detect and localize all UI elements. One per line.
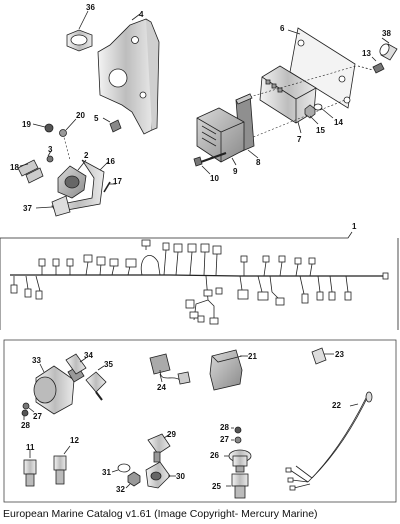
callout-11: 11 [26, 443, 35, 452]
control-module-9 [196, 107, 245, 166]
sensor-25 [226, 473, 249, 499]
callout-20: 20 [76, 111, 85, 120]
callout-36: 36 [86, 3, 95, 12]
callout-28-left: 28 [21, 421, 30, 430]
terminals-18 [17, 159, 44, 184]
callout-18: 18 [10, 163, 19, 172]
screw-17 [103, 181, 116, 193]
plate-6 [287, 27, 356, 109]
washer-14 [313, 103, 334, 119]
callout-23: 23 [335, 350, 344, 359]
module-7 [259, 65, 317, 134]
harness-1 [0, 231, 399, 330]
clip-37 [35, 195, 71, 217]
screw-5 [102, 117, 122, 133]
callout-labels: 36 4 6 38 13 19 20 5 14 15 7 18 3 2 16 1… [10, 3, 391, 494]
callout-31: 31 [102, 468, 111, 477]
callout-8: 8 [256, 158, 261, 167]
callout-30: 30 [176, 472, 185, 481]
callout-10: 10 [210, 174, 219, 183]
callout-29: 29 [167, 430, 176, 439]
callout-19: 19 [22, 120, 31, 129]
callout-5: 5 [94, 114, 99, 123]
washer-31 [111, 463, 131, 473]
fuse-23 [311, 347, 334, 365]
callout-28-right: 28 [220, 423, 229, 432]
nut-15 [304, 104, 319, 125]
callout-32: 32 [116, 485, 125, 494]
callout-26: 26 [210, 451, 219, 460]
relay-21 [209, 349, 248, 391]
copyright-caption: European Marine Catalog v1.61 (Image Cop… [3, 508, 318, 520]
callout-14: 14 [334, 118, 343, 127]
callout-27-right: 27 [220, 435, 229, 444]
callout-38: 38 [382, 29, 391, 38]
washer-20 [59, 118, 77, 137]
callout-24: 24 [157, 383, 166, 392]
callout-7: 7 [297, 135, 302, 144]
callout-21: 21 [248, 352, 257, 361]
sensor-29 [147, 433, 171, 463]
callout-1: 1 [352, 222, 357, 231]
sub-harness-22 [285, 391, 373, 491]
spacer-38 [379, 37, 398, 61]
callout-3: 3 [48, 145, 53, 154]
callout-16: 16 [106, 157, 115, 166]
washer-27b [231, 436, 242, 444]
bolt-10 [193, 151, 227, 175]
screw-3 [46, 150, 54, 163]
callout-34: 34 [84, 351, 93, 360]
sender-30 [145, 461, 176, 489]
callout-35: 35 [104, 360, 113, 369]
sensors-panel-frame [3, 339, 397, 503]
callout-27-left: 27 [33, 412, 42, 421]
callout-9: 9 [233, 167, 238, 176]
fitting-35 [85, 365, 107, 401]
callout-33: 33 [32, 356, 41, 365]
washer-28b [231, 426, 242, 434]
sensor-26 [224, 449, 252, 473]
callout-37: 37 [23, 204, 32, 213]
callout-22: 22 [332, 401, 341, 410]
washer-27a [22, 402, 35, 413]
callout-13: 13 [362, 49, 371, 58]
sensor-2 [57, 159, 87, 199]
screw-13 [357, 56, 385, 74]
fitting-34 [65, 353, 87, 375]
nut-32 [125, 471, 141, 489]
nut-19 [32, 123, 54, 133]
callout-6: 6 [280, 24, 285, 33]
nut-36 [66, 10, 93, 52]
callout-17: 17 [113, 177, 122, 186]
callout-12: 12 [70, 436, 79, 445]
sensor-11 [23, 450, 37, 487]
callout-25: 25 [212, 482, 221, 491]
callout-15: 15 [316, 126, 325, 135]
callout-2: 2 [84, 151, 89, 160]
switch-24 [149, 353, 191, 385]
nut-28a [21, 409, 29, 420]
callout-4: 4 [139, 10, 144, 19]
sensor-12 [53, 445, 71, 485]
bracket-4 [97, 13, 160, 135]
